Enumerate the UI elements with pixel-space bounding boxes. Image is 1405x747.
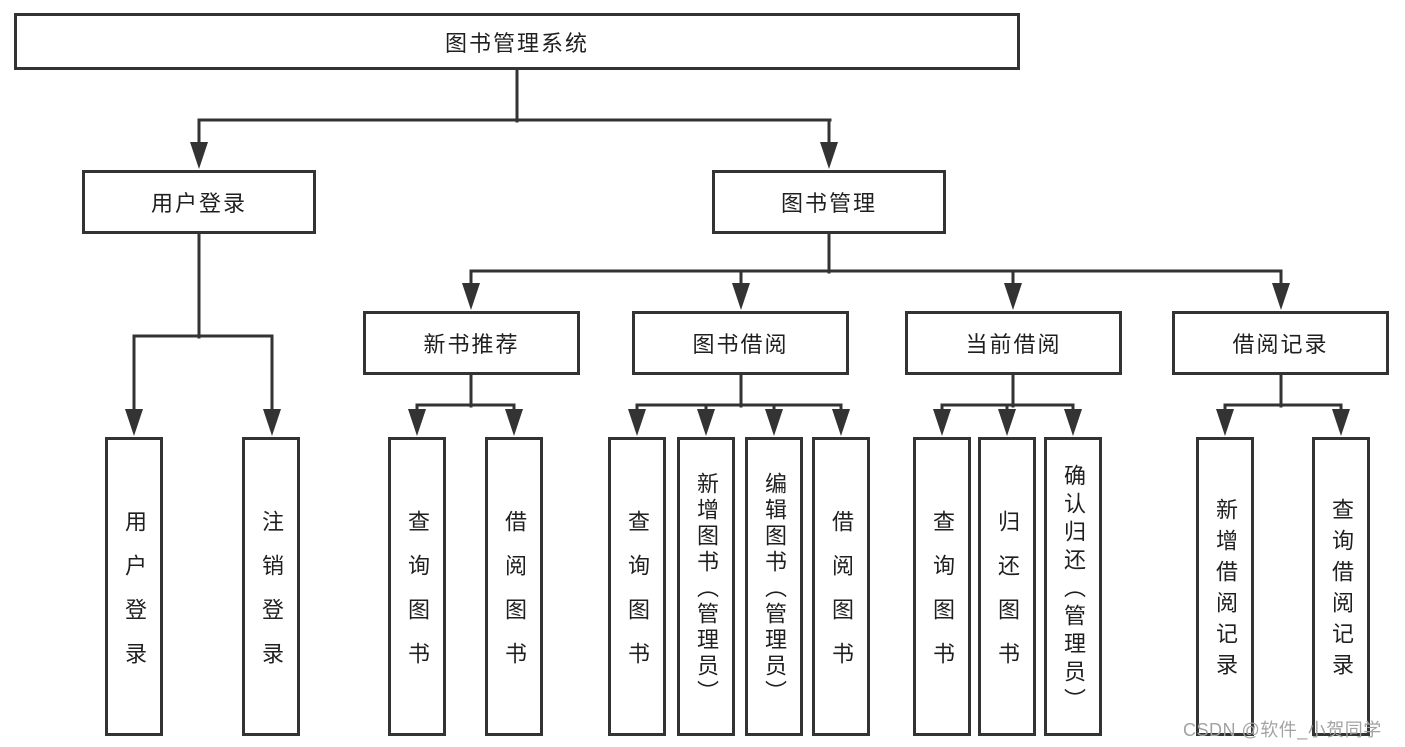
leaf-borrow-books: 借阅图书 [812, 437, 870, 736]
node-user-login: 用户登录 [82, 170, 316, 234]
node-library-system: 图书管理系统 [14, 13, 1020, 70]
leaf-query-borrow-record: 查询借阅记录 [1312, 437, 1370, 736]
node-borrow-records: 借阅记录 [1172, 311, 1389, 375]
leaf-label: 查询借阅记录 [1329, 498, 1354, 684]
leaf-label: 新增借阅记录 [1213, 498, 1238, 684]
leaf-user-login: 用户登录 [105, 437, 163, 736]
leaf-label: 查询图书 [405, 509, 430, 686]
csdn-watermark: CSDN @软件_小贺同学 [1183, 720, 1382, 740]
leaf-label: 借阅图书 [502, 509, 527, 686]
leaf-add-books-admin: 新增图书（管理员） [677, 437, 735, 736]
leaf-return-books: 归还图书 [978, 437, 1036, 736]
leaf-label: 用户登录 [122, 509, 147, 686]
leaf-label: 查询图书 [625, 509, 650, 686]
node-new-book-recommend: 新书推荐 [363, 311, 580, 375]
leaf-label: 借阅图书 [829, 509, 854, 686]
node-book-borrow: 图书借阅 [632, 311, 849, 375]
leaf-label: 归还图书 [995, 509, 1020, 686]
leaf-label: 新增图书（管理员） [694, 471, 719, 706]
leaf-query-books: 查询图书 [608, 437, 666, 736]
leaf-query-books: 查询图书 [388, 437, 446, 736]
leaf-confirm-return-admin: 确认归还（管理员） [1044, 437, 1102, 736]
node-book-management: 图书管理 [712, 170, 946, 234]
leaf-label: 查询图书 [930, 509, 955, 686]
leaf-add-borrow-record: 新增借阅记录 [1196, 437, 1254, 736]
leaf-label: 确认归还（管理员） [1061, 463, 1086, 716]
node-current-borrow: 当前借阅 [905, 311, 1122, 375]
arrowheads [125, 142, 1350, 436]
leaf-logout: 注销登录 [242, 437, 300, 736]
leaf-label: 注销登录 [259, 509, 284, 686]
leaf-borrow-books: 借阅图书 [485, 437, 543, 736]
leaf-query-books: 查询图书 [913, 437, 971, 736]
leaf-edit-books-admin: 编辑图书（管理员） [745, 437, 803, 736]
leaf-label: 编辑图书（管理员） [762, 471, 787, 706]
